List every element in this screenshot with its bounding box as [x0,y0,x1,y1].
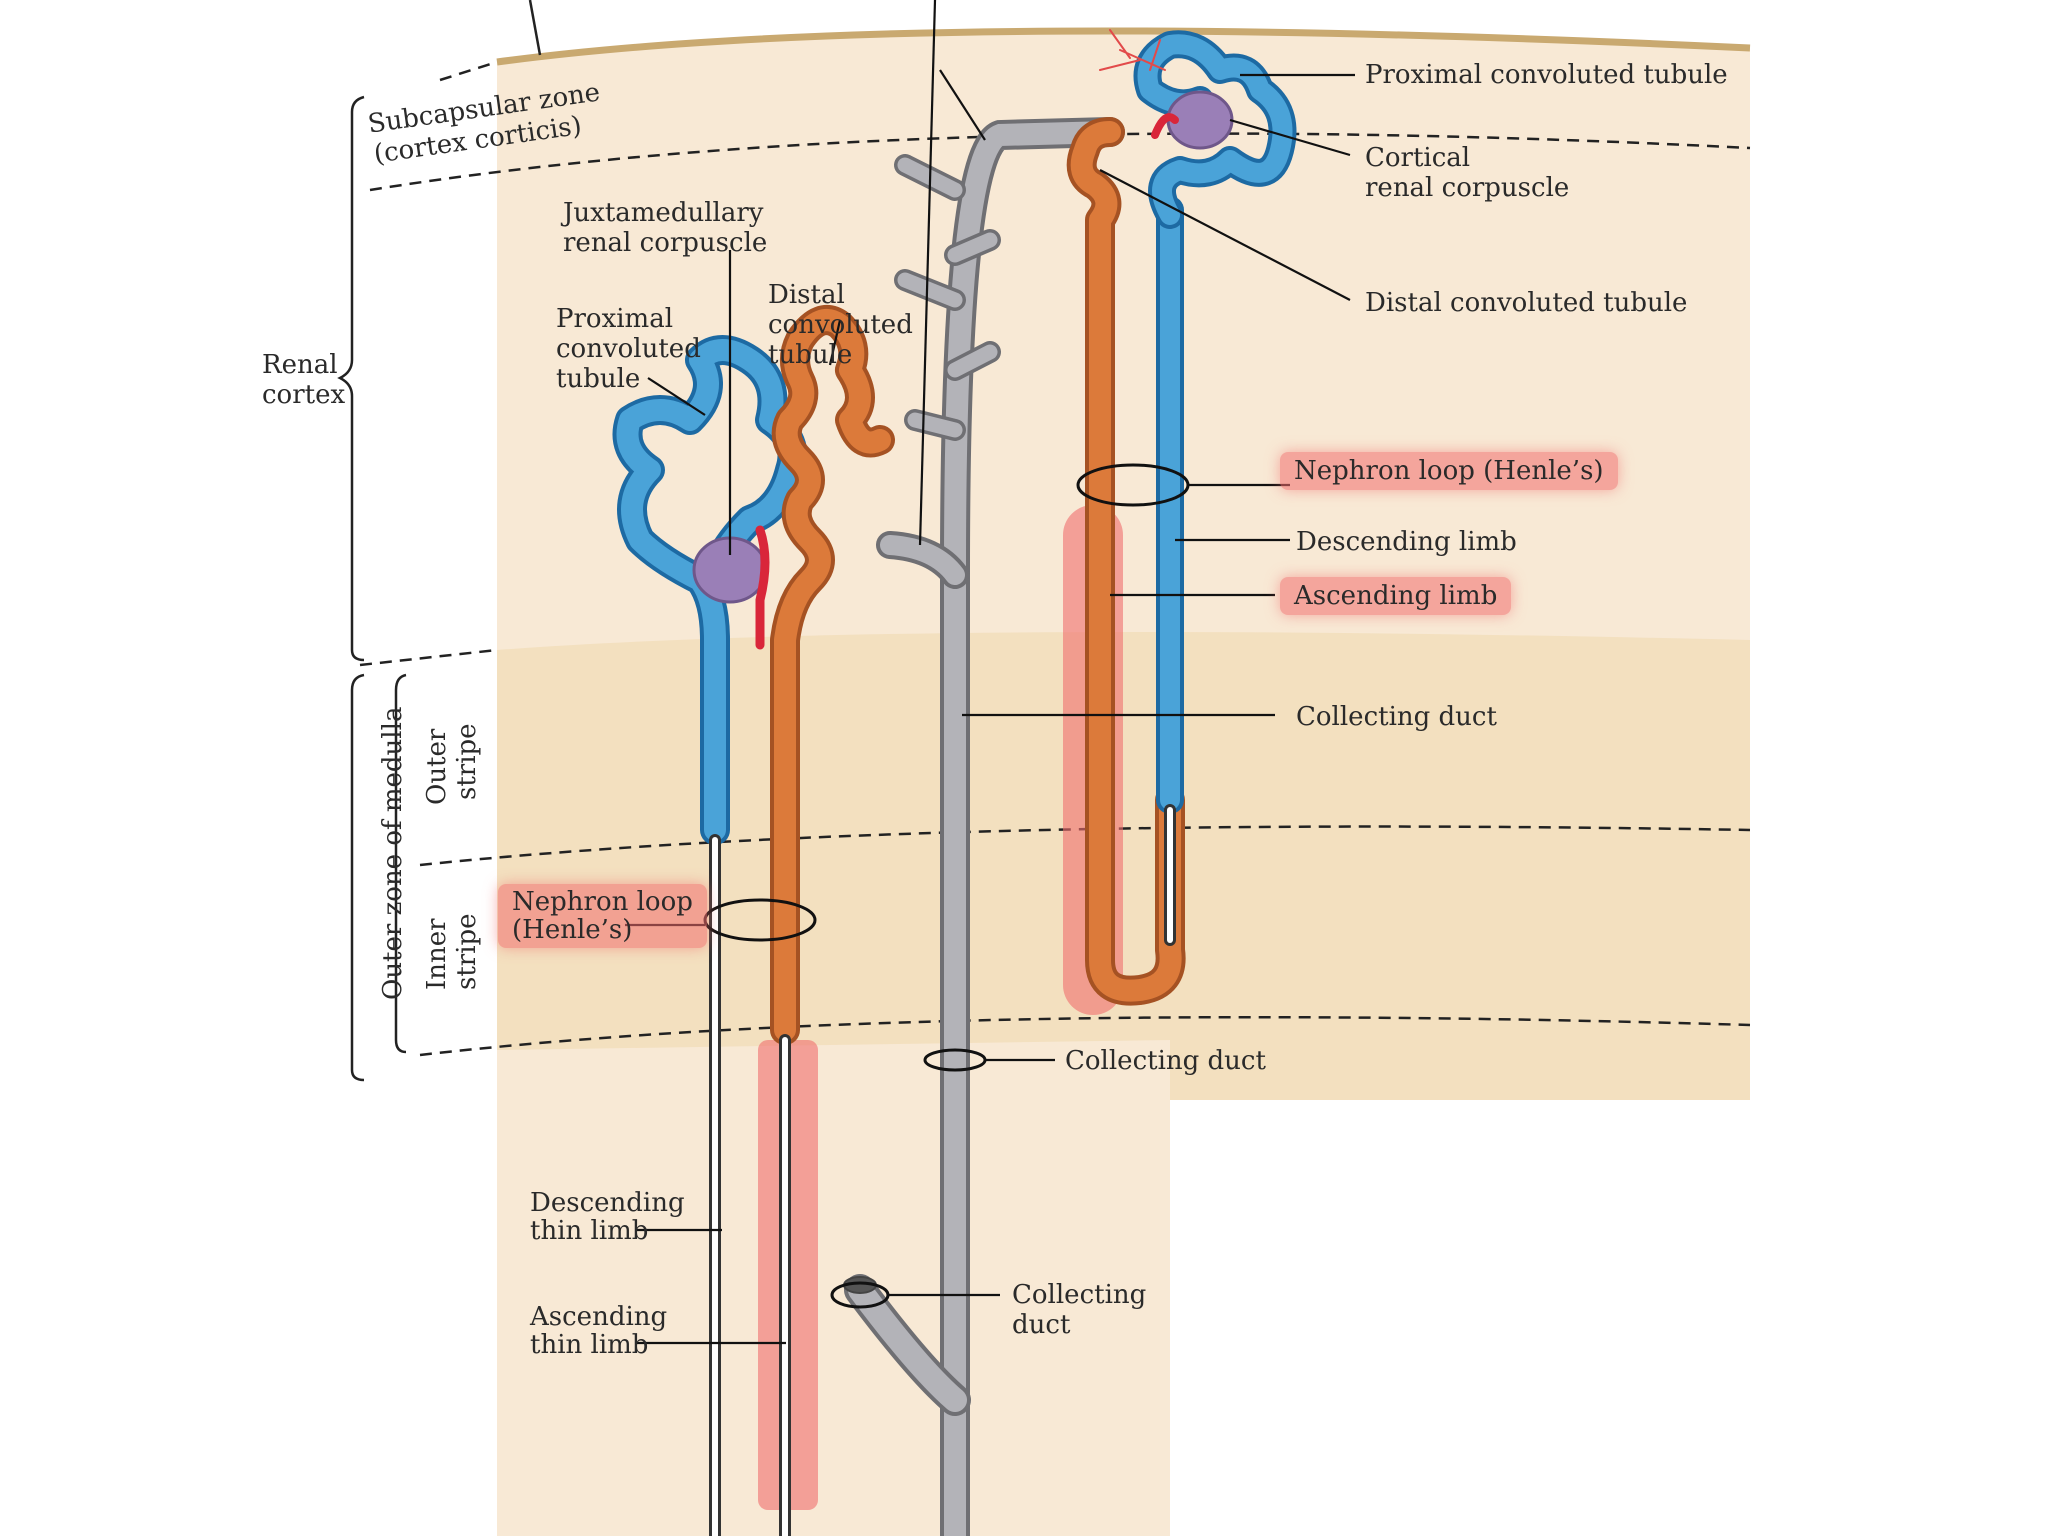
cortical-nephron [1066,29,1297,1006]
dct-left-label-3: tubule [768,340,853,370]
outer-zone-medulla-label: Outer zone of medulla [378,706,408,1000]
descending-thin-limb-label-2: thin limb [530,1216,649,1246]
cortical-corpuscle-label: Cortical [1365,143,1471,173]
pct-right-label: Proximal convoluted tubule [1365,60,1728,90]
renal-capsule [496,27,1751,66]
juxtamedullary-nephron [612,305,895,1536]
nephron-loop-left-line-1: Nephron loop [512,887,693,917]
renal-cortex-label-2: cortex [262,380,346,410]
outer-stripe-label-2: stripe [452,723,482,800]
outer-stripe-label: Outer [422,728,452,805]
collecting-duct-label-3-line-2: duct [1012,1310,1071,1340]
zone-braces [337,95,407,1082]
leader-lines [625,0,1355,1345]
collecting-duct-label-1: Collecting duct [1296,702,1497,732]
collecting-duct-label-3: Collecting [1012,1280,1147,1310]
outer-medulla-band [497,632,1750,1100]
descending-thin-limb-label: Descending [530,1188,685,1218]
pct-left-label-2: convoluted [556,334,701,364]
zone-boundaries [359,60,1751,1057]
pct-left-label: Proximal [556,304,674,334]
collecting-duct-label-2: Collecting duct [1065,1046,1266,1076]
renal-cortex-label: Renal [262,350,338,380]
nephron-loop-right-label: Nephron loop (Henle’s) [1280,452,1618,490]
ascending-thin-limb-label-2: thin limb [530,1330,649,1360]
dct-left-label-2: convoluted [768,310,913,340]
inner-stripe-label-2: stripe [452,913,482,990]
juxtamedullary-label: Juxtamedullary [563,198,764,228]
nephron-loop-left-label: Nephron loop (Henle’s) [498,884,707,948]
cortical-corpuscle-label-2: renal corpuscle [1365,173,1570,203]
descending-limb-label: Descending limb [1296,527,1517,557]
dct-right-label: Distal convoluted tubule [1365,288,1688,318]
nephron-loop-left-line-2: (Henle’s) [512,915,633,945]
pct-left-label-3: tubule [556,364,641,394]
dct-left-label: Distal [768,280,845,310]
inner-stripe-label: Inner [422,918,452,990]
ascending-limb-label: Ascending limb [1280,577,1512,615]
ascending-thin-limb-label: Ascending [530,1302,668,1332]
juxtamedullary-label-2: renal corpuscle [563,228,768,258]
